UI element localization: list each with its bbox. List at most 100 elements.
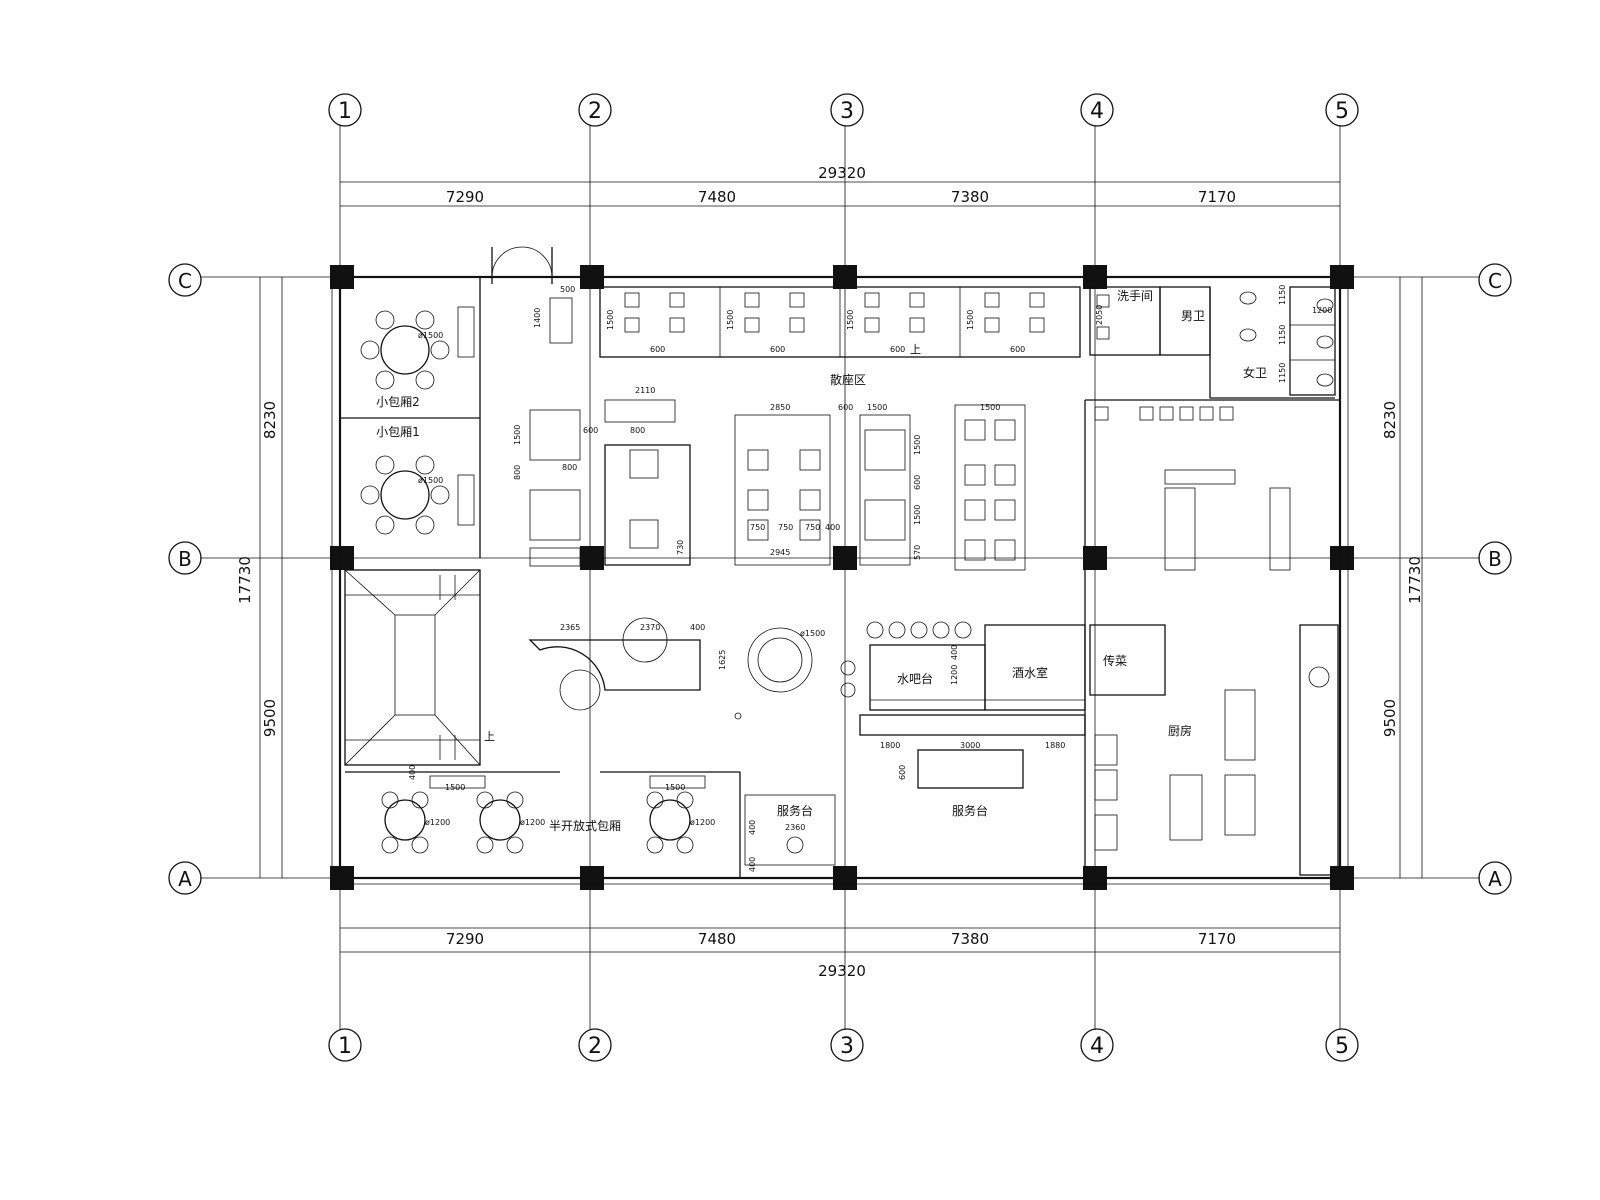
dim-top-row-1500-d: 1500: [966, 310, 975, 330]
dim-mid-1500-b: 1500: [980, 403, 1000, 412]
axis-label-col-4-bottom: 4: [1090, 1034, 1104, 1059]
dim-lower-1625: 1625: [718, 650, 727, 670]
dim-left-span-2: 9500: [261, 699, 279, 737]
dim-top-row-1500-c: 1500: [846, 310, 855, 330]
dim-lower-2370: 2370: [640, 623, 660, 632]
axis-label-col-1-top: 1: [338, 99, 352, 124]
dim-mid-600-c: 600: [913, 475, 922, 490]
lounge-area: [528, 617, 813, 720]
dim-mid-750-c: 750: [805, 523, 820, 532]
label-private-room-1: 小包厢1: [376, 425, 420, 439]
dim-top-row-500: 500: [560, 285, 575, 294]
dim-right-total: 17730: [1406, 556, 1424, 604]
dim-mid-800-c: 800: [513, 465, 522, 480]
axis-label-col-5-bottom: 5: [1335, 1034, 1349, 1059]
label-scattered-seating: 散座区: [830, 372, 866, 387]
dim-bottom-span-1: 7290: [446, 930, 484, 948]
dimension-lines: [259, 181, 1423, 953]
table-dia-semi-2: ø1200: [520, 818, 545, 827]
staircase: [344, 569, 481, 766]
dim-top-row-600-b: 600: [770, 345, 785, 354]
table-dia-plant: ø1500: [800, 629, 825, 638]
dim-bottom-span-2: 7480: [698, 930, 736, 948]
table-dia-semi-3: ø1200: [690, 818, 715, 827]
label-kitchen: 厨房: [1168, 723, 1192, 738]
semi-open-rooms: [345, 771, 836, 878]
dim-lower-400-a: 400: [950, 645, 959, 660]
dim-mid-2945: 2945: [770, 548, 790, 557]
dim-bottom-span-3: 7380: [951, 930, 989, 948]
label-washroom: 洗手间: [1117, 289, 1153, 303]
dim-lower-2360: 2360: [785, 823, 805, 832]
table-dia-room-1: ø1500: [418, 476, 443, 485]
dim-top-row-1400: 1400: [533, 308, 542, 328]
dim-top-span-3: 7380: [951, 188, 989, 206]
table-dia-semi-1: ø1200: [425, 818, 450, 827]
dim-top-row-1500-a: 1500: [606, 310, 615, 330]
axis-label-row-b-right: B: [1488, 547, 1502, 571]
top-booths: [549, 286, 1081, 358]
structural-columns: [330, 265, 1354, 890]
dim-left-total: 17730: [236, 556, 254, 604]
axis-label-row-c-left: C: [178, 269, 192, 293]
axis-label-col-1-bottom: 1: [338, 1034, 352, 1059]
dim-mid-2850: 2850: [770, 403, 790, 412]
dim-top-total: 29320: [818, 164, 866, 182]
axis-label-row-a-left: A: [178, 867, 192, 891]
dim-lower-400: 400: [690, 623, 705, 632]
dim-mid-750-a: 750: [750, 523, 765, 532]
dim-top-row-1150-a: 1150: [1278, 285, 1287, 305]
dim-top-row-1150-c: 1150: [1278, 363, 1287, 383]
dim-mid-800-b: 800: [562, 463, 577, 472]
axis-label-col-3-bottom: 3: [840, 1034, 854, 1059]
dim-top-row-1200: 1200: [1312, 306, 1332, 315]
dim-lower-1200: 1200: [950, 665, 959, 685]
dim-top-span-2: 7480: [698, 188, 736, 206]
dim-mid-1500-a: 1500: [867, 403, 887, 412]
dim-mid-2110: 2110: [635, 386, 655, 395]
label-service-counter: 服务台: [952, 803, 988, 818]
dim-left-span-1: 8230: [261, 401, 279, 439]
dim-lower-1880: 1880: [1045, 741, 1065, 750]
dim-bottom-span-4: 7170: [1198, 930, 1236, 948]
dim-mid-750-b: 750: [778, 523, 793, 532]
label-private-room-2: 小包厢2: [376, 395, 420, 409]
dim-lower-1500-b: 1500: [665, 783, 685, 792]
round-table-room-1: [360, 455, 450, 535]
label-womens-wc: 女卫: [1243, 365, 1267, 380]
axis-label-col-4-top: 4: [1090, 99, 1104, 124]
dim-lower-400-c: 400: [748, 820, 757, 835]
dim-lower-600: 600: [898, 765, 907, 780]
label-mens-wc: 男卫: [1181, 309, 1205, 323]
dim-right-span-1: 8230: [1381, 401, 1399, 439]
dim-mid-1500-c: 1500: [513, 425, 522, 445]
table-dia-room-2: ø1500: [418, 331, 443, 340]
dim-top-row-1500-b: 1500: [726, 310, 735, 330]
label-seasoning-room: 酒水室: [1012, 665, 1048, 680]
dim-right-span-2: 9500: [1381, 699, 1399, 737]
dim-lower-2365: 2365: [560, 623, 580, 632]
label-pass-counter: 传菜: [1103, 653, 1127, 668]
restrooms-area: [1089, 286, 1336, 399]
axis-label-row-a-right: A: [1488, 867, 1502, 891]
label-water-bar: 水吧台: [897, 671, 933, 686]
dim-lower-1800: 1800: [880, 741, 900, 750]
dim-lower-400-b: 400: [408, 765, 417, 780]
dim-lower-1500-a: 1500: [445, 783, 465, 792]
dim-top-row-600-d: 600: [1010, 345, 1025, 354]
dim-lower-3000: 3000: [960, 741, 980, 750]
dim-mid-600-b: 600: [838, 403, 853, 412]
entrance-door: [491, 246, 553, 284]
label-stairs-up-2: 上: [484, 730, 495, 743]
label-service-counter-small: 服务台: [777, 803, 813, 818]
dim-mid-400: 400: [825, 523, 840, 532]
dim-mid-800-a: 800: [630, 426, 645, 435]
dim-mid-570: 570: [913, 545, 922, 560]
middle-seating: [529, 399, 1026, 571]
label-stairs-up-1: 上: [910, 343, 921, 356]
water-bar-area: [840, 621, 1086, 789]
axis-label-col-2-top: 2: [588, 99, 602, 124]
dim-top-row-2050: 2050: [1095, 305, 1104, 325]
dim-mid-600-a: 600: [583, 426, 598, 435]
axis-label-col-5-top: 5: [1335, 99, 1349, 124]
